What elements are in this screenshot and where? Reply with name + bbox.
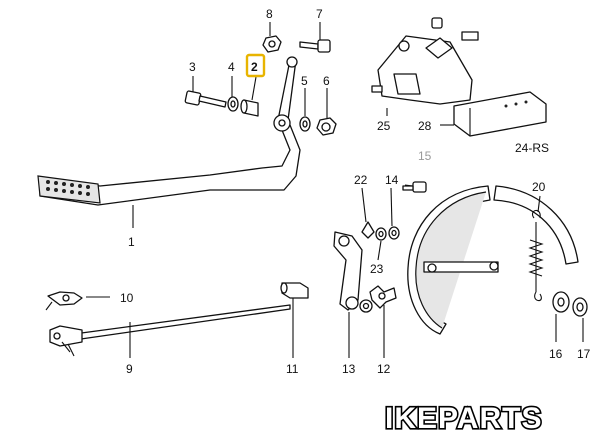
label-part-11[interactable]: 11 xyxy=(286,362,299,376)
cam-spring-washer[interactable] xyxy=(388,226,400,240)
cam-washer[interactable] xyxy=(375,227,387,241)
label-part-1[interactable]: 1 xyxy=(128,235,135,249)
label-part-25[interactable]: 25 xyxy=(377,119,391,133)
label-part-7[interactable]: 7 xyxy=(316,7,323,21)
brake-pushrod[interactable] xyxy=(49,304,291,357)
label-part-2[interactable]: 2 xyxy=(251,60,258,74)
label-part-3[interactable]: 3 xyxy=(189,60,196,74)
label-part-5[interactable]: 5 xyxy=(301,74,308,88)
cam-shaft-key[interactable] xyxy=(361,221,375,239)
link-bolt[interactable] xyxy=(299,39,331,53)
ikeparts-watermark: IKEPARTS xyxy=(385,402,542,435)
label-part-15[interactable]: 15 xyxy=(418,149,432,163)
label-part-23[interactable]: 23 xyxy=(370,262,384,276)
label-part-22[interactable]: 22 xyxy=(354,173,368,187)
pedal-mount-bracket[interactable] xyxy=(371,17,479,105)
label-part-9[interactable]: 9 xyxy=(126,362,133,376)
clevis-clip[interactable] xyxy=(45,291,83,311)
brake-pedal-lever[interactable] xyxy=(37,56,301,206)
pivot-bolt[interactable] xyxy=(184,90,227,108)
cam-pinch-bolt[interactable] xyxy=(402,181,427,193)
brake-shoe-set[interactable] xyxy=(407,185,579,335)
label-part-6[interactable]: 6 xyxy=(323,74,330,88)
pivot-washer-outer[interactable] xyxy=(299,116,311,132)
label-part-4[interactable]: 4 xyxy=(228,60,235,74)
pivot-bushing[interactable] xyxy=(240,99,259,117)
label-part-10[interactable]: 10 xyxy=(120,291,134,305)
leader-lines xyxy=(86,22,584,358)
highlight-box xyxy=(245,53,266,78)
label-part-13[interactable]: 13 xyxy=(342,362,356,376)
label-part-20[interactable]: 20 xyxy=(532,180,546,194)
shoe-washer[interactable] xyxy=(572,297,588,317)
link-nut[interactable] xyxy=(262,35,282,53)
pivot-nut[interactable] xyxy=(316,117,337,136)
rubber-stop-pad[interactable] xyxy=(453,91,547,137)
brake-cam-lever[interactable] xyxy=(333,231,373,313)
adjuster-sleeve[interactable] xyxy=(280,282,309,299)
label-part-28[interactable]: 28 xyxy=(418,119,432,133)
shoe-return-spring[interactable] xyxy=(528,209,544,302)
label-part-8[interactable]: 8 xyxy=(266,7,273,21)
label-part-12[interactable]: 12 xyxy=(377,362,391,376)
part-labels: 1 2 3 4 5 6 7 8 9 10 11 12 13 14 15 16 1… xyxy=(120,7,591,376)
shoe-spacer[interactable] xyxy=(552,291,570,313)
pivot-washer[interactable] xyxy=(227,96,239,112)
label-part-17[interactable]: 17 xyxy=(577,347,591,361)
adjuster-wing-nut[interactable] xyxy=(369,285,397,309)
label-part-24-rs[interactable]: 24-RS xyxy=(515,141,549,155)
label-part-14[interactable]: 14 xyxy=(385,173,399,187)
label-part-16[interactable]: 16 xyxy=(549,347,563,361)
